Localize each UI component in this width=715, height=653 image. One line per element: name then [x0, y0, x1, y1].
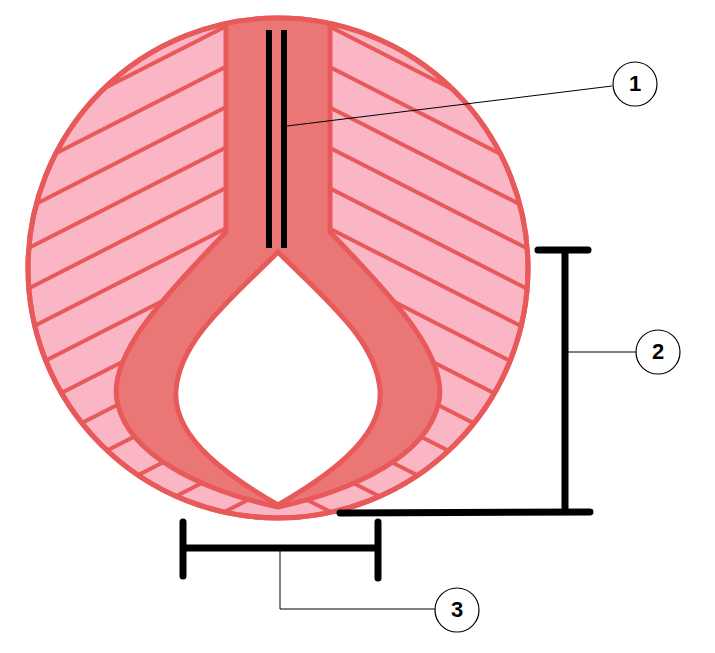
hatching: [20, 10, 538, 530]
leader-line: [287, 86, 612, 126]
septum-line: [281, 30, 287, 248]
callout-circle: [613, 62, 657, 106]
septum-line: [266, 30, 272, 248]
callout-number: 3: [437, 590, 477, 630]
callout-circle: [636, 330, 680, 374]
cavity: [176, 252, 380, 505]
inner-band: [116, 10, 440, 507]
dimension-bracket: [562, 250, 569, 512]
callout-number: 1: [615, 64, 655, 104]
leader-line: [565, 352, 636, 353]
callout-circle: [435, 588, 479, 632]
callout-number: 2: [638, 332, 678, 372]
leader-line: [280, 548, 435, 609]
